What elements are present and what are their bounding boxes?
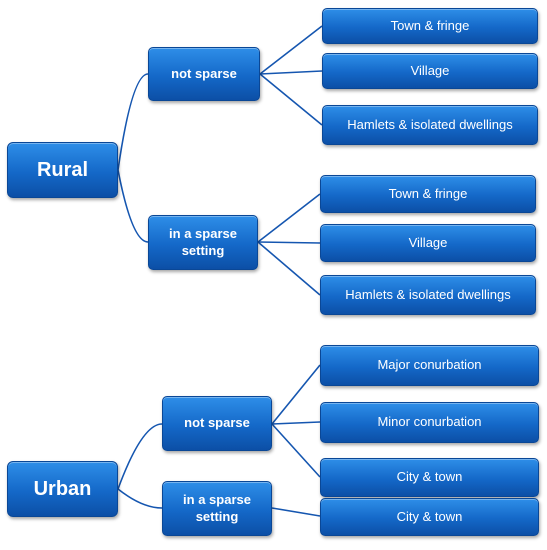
urban-not-sparse-leaf: City & town	[320, 458, 539, 497]
rural-not-sparse-node: not sparse	[148, 47, 260, 101]
urban-not-sparse-node: not sparse	[162, 396, 272, 451]
rural-not-sparse-leaf: Hamlets & isolated dwellings	[322, 105, 538, 145]
connector	[271, 364, 321, 425]
connector	[117, 169, 149, 243]
urban-sparse-leaf: City & town	[320, 498, 539, 536]
urban-node: Urban	[7, 461, 118, 517]
connector	[259, 70, 323, 75]
connector	[117, 488, 163, 509]
connector	[117, 423, 163, 490]
connector	[257, 241, 321, 244]
urban-sparse-node: in a sparse setting	[162, 481, 272, 536]
connector	[257, 193, 321, 243]
urban-not-sparse-leaf: Major conurbation	[320, 345, 539, 386]
rural-sparse-leaf: Town & fringe	[320, 175, 536, 213]
urban-not-sparse-leaf: Minor conurbation	[320, 402, 539, 443]
connector	[271, 423, 321, 478]
rural-node: Rural	[7, 142, 118, 198]
rural-sparse-node: in a sparse setting	[148, 215, 258, 270]
connector	[259, 25, 323, 75]
connector	[259, 73, 323, 126]
rural-not-sparse-leaf: Town & fringe	[322, 8, 538, 44]
connector	[257, 241, 321, 296]
connector	[271, 507, 321, 517]
rural-sparse-leaf: Village	[320, 224, 536, 262]
rural-not-sparse-leaf: Village	[322, 53, 538, 89]
connector	[117, 73, 149, 171]
connector	[271, 421, 321, 425]
rural-sparse-leaf: Hamlets & isolated dwellings	[320, 275, 536, 315]
